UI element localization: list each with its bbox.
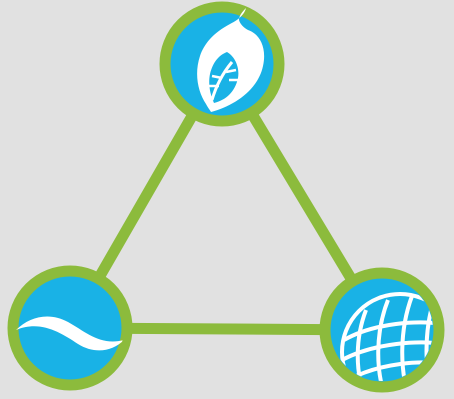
globe-icon [340, 292, 433, 381]
leaf-icon [197, 8, 265, 112]
node-bottom-left [7, 265, 133, 391]
node-bottom-right-ring [319, 267, 445, 393]
wave-icon [16, 316, 124, 351]
node-top [159, 1, 285, 127]
node-bottom-right [319, 267, 445, 393]
